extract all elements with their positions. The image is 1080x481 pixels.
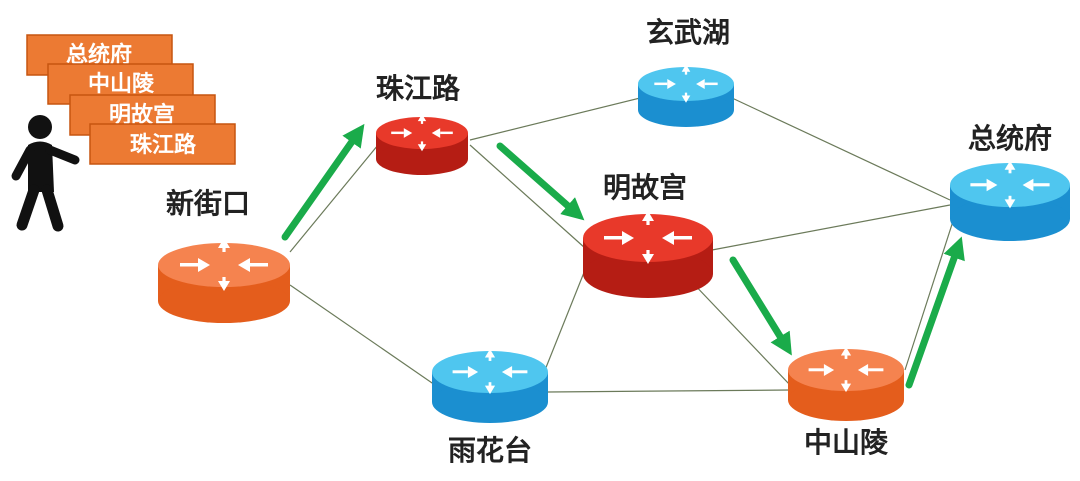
node-label-yuhuatai: 雨花台 (448, 434, 532, 467)
router-xinjiekou (158, 238, 290, 323)
router-zongtongfu (950, 160, 1070, 241)
node-label-zhongshanling: 中山陵 (804, 426, 889, 459)
router-xuanwuhu (638, 64, 734, 127)
route-arrow-4 (905, 236, 965, 389)
router-arrows-icon (604, 211, 692, 264)
router-arrows-icon (391, 114, 453, 152)
link-minggugong-zongtongfu (711, 204, 951, 251)
link-yuhuatai-zhongshanling (547, 389, 791, 393)
link-xinjiekou-yuhuatai (289, 284, 436, 386)
walking-person-icon (11, 115, 80, 232)
router-arrows-icon (654, 64, 718, 103)
router-zhujianglu (376, 114, 468, 175)
link-zhongshanling-zongtongfu (904, 214, 956, 371)
stack-card-label: 中山陵 (88, 71, 155, 97)
link-xuanwuhu-zongtongfu (731, 97, 951, 201)
router-yuhuatai (432, 349, 548, 423)
node-label-minggugong: 明故宫 (603, 171, 687, 204)
route-arrows (281, 123, 965, 389)
node-label-zhujianglu: 珠江路 (376, 72, 461, 105)
router-arrows-icon (452, 349, 528, 395)
router-zhongshanling (788, 347, 904, 421)
stack-card: 珠江路 (89, 123, 236, 165)
link-zhujianglu-xuanwuhu (469, 97, 641, 141)
link-zhujianglu-minggugong (469, 144, 586, 249)
node-label-xinjiekou: 新街口 (166, 187, 250, 220)
link-minggugong-yuhuatai (544, 269, 586, 371)
packet-card-stack: 总统府 中山陵 明故宫 珠江路 (26, 34, 236, 165)
route-arrow-3 (729, 256, 792, 356)
router-minggugong (583, 211, 713, 298)
stack-card-label: 珠江路 (130, 132, 197, 158)
node-label-xuanwuhu: 玄武湖 (646, 16, 730, 49)
route-arrow-2 (496, 142, 585, 221)
route-arrow-1 (281, 123, 365, 241)
router-arrows-icon (808, 347, 884, 393)
link-minggugong-zhongshanling (689, 279, 791, 386)
link-xinjiekou-zhujianglu (289, 144, 379, 253)
node-label-zongtongfu: 总统府 (968, 122, 1052, 155)
router-arrows-icon (970, 160, 1050, 209)
router-arrows-icon (180, 238, 268, 291)
